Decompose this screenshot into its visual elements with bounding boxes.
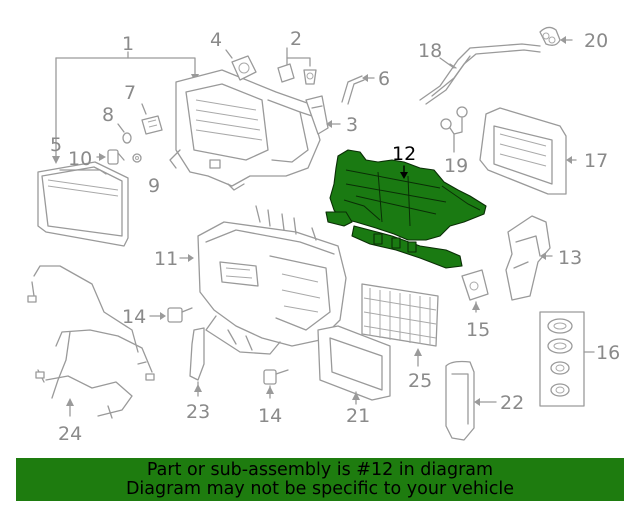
info-banner: Part or sub-assembly is #12 in diagram D… xyxy=(16,458,624,501)
part-12-duct-highlighted xyxy=(325,149,487,269)
callout-22: 22 xyxy=(500,392,524,414)
part-25-filter xyxy=(361,283,439,367)
part-19-valves xyxy=(440,106,468,153)
part-14-sensor-b xyxy=(263,369,289,399)
part-17-evaporator xyxy=(479,107,577,195)
callout-5: 5 xyxy=(50,134,62,156)
callout-19: 19 xyxy=(444,155,468,177)
part-4-actuator xyxy=(225,49,257,81)
part-1-case xyxy=(169,69,321,191)
part-21-cover xyxy=(317,325,391,405)
callout-1: 1 xyxy=(122,33,134,55)
part-7-motor xyxy=(141,103,163,135)
callout-14b: 14 xyxy=(258,405,282,427)
callout-18: 18 xyxy=(418,40,442,62)
callout-17: 17 xyxy=(584,150,608,172)
part-6-fitting xyxy=(341,74,375,105)
callout-21: 21 xyxy=(346,405,370,427)
callout-25: 25 xyxy=(408,370,432,392)
part-3-bracket xyxy=(305,95,341,135)
part-2-group xyxy=(277,47,317,85)
part-15-actuator xyxy=(461,269,489,313)
part-10-clip xyxy=(96,149,125,165)
callout-11: 11 xyxy=(154,248,178,270)
callout-20: 20 xyxy=(584,30,608,52)
part-5-core xyxy=(37,161,129,247)
callout-13: 13 xyxy=(558,247,582,269)
callout-7: 7 xyxy=(124,82,136,104)
callout-12: 12 xyxy=(392,143,416,165)
part-22-housing xyxy=(445,360,497,441)
part-11-case xyxy=(179,205,347,355)
banner-line-1: Part or sub-assembly is #12 in diagram xyxy=(146,459,494,480)
part-13-duct xyxy=(505,215,553,301)
callout-15: 15 xyxy=(466,319,490,341)
callout-6: 6 xyxy=(378,68,390,90)
part-16-grommets xyxy=(539,311,595,407)
part-20-flange xyxy=(539,26,573,46)
part-23-bracket xyxy=(189,327,205,397)
callout-2: 2 xyxy=(290,28,302,50)
callout-23: 23 xyxy=(186,401,210,423)
callout-16: 16 xyxy=(596,342,620,364)
callout-24: 24 xyxy=(58,423,82,445)
parts-diagram: 1 2 3 4 5 6 7 8 9 10 11 12 13 14 14 15 1… xyxy=(27,26,620,445)
callout-14a: 14 xyxy=(122,306,146,328)
part-14-sensor-a xyxy=(149,307,193,323)
part-18-pipes xyxy=(419,43,541,105)
callout-10: 10 xyxy=(68,148,92,170)
callout-4: 4 xyxy=(210,29,222,51)
callout-3: 3 xyxy=(346,114,358,136)
banner-line-2: Diagram may not be specific to your vehi… xyxy=(125,478,515,499)
callout-8: 8 xyxy=(102,104,114,126)
part-8-9-small xyxy=(117,123,142,163)
callout-9: 9 xyxy=(148,175,160,197)
part-24-harness xyxy=(27,265,155,419)
